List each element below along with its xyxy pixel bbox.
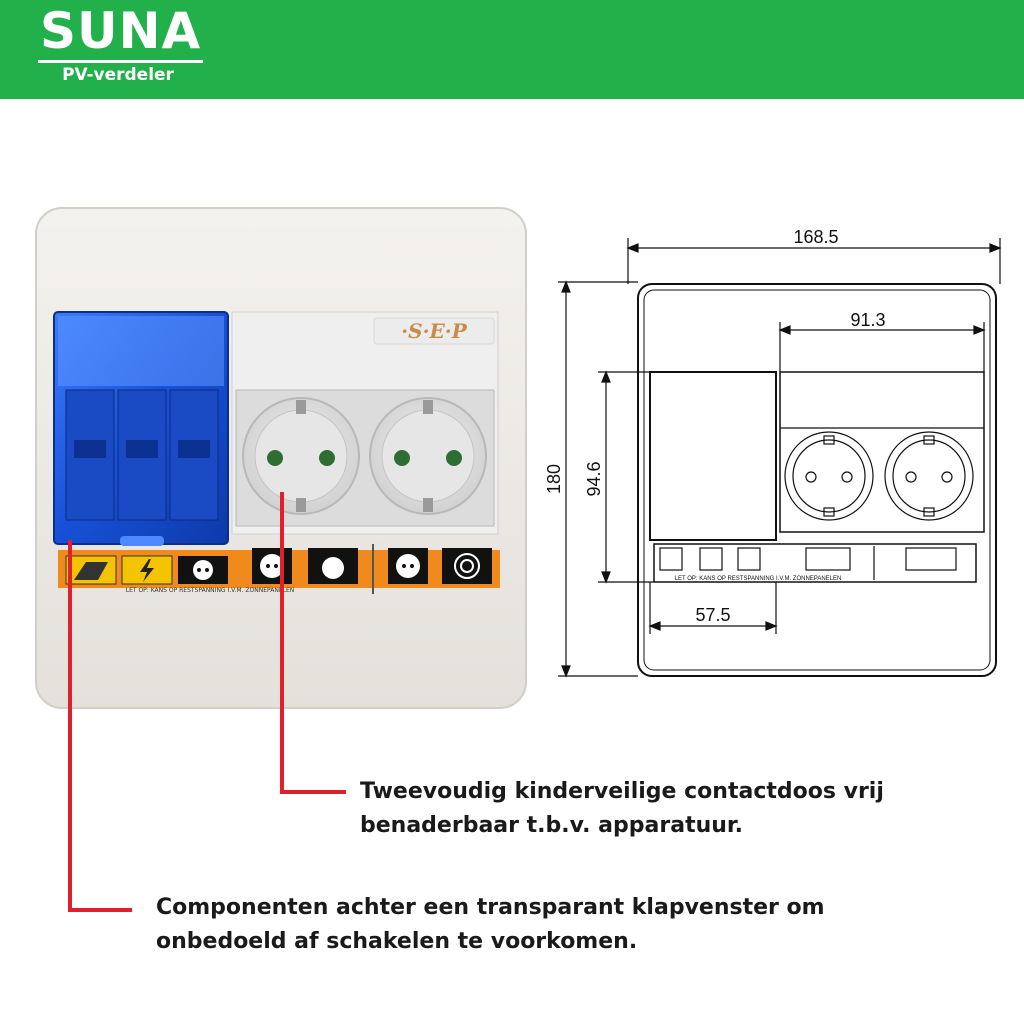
brand-name: SUNA (38, 2, 204, 63)
brand-subtitle: PV-verdeler (62, 65, 174, 85)
callout-window: Componenten achter een transparant klapv… (156, 895, 825, 954)
socket-right (369, 397, 487, 515)
drawing-socket-panel (779, 371, 985, 533)
sep-logo-plate (373, 317, 495, 345)
sep-logo: ·S·E·P (401, 319, 468, 343)
callout-sockets: Tweevoudig kinderveilige contactdoos vri… (360, 779, 884, 838)
dim-width (626, 238, 1002, 284)
dim-window-height-label: 94.6 (584, 461, 604, 496)
callout-line-sockets (280, 492, 346, 794)
photo-warning-text: LET OP: KANS OP RESTSPANNING I.V.M. ZONN… (126, 587, 294, 594)
dim-height-label: 180 (544, 464, 564, 494)
transparent-flap-window (53, 311, 229, 546)
label-strip: LET OP: KANS OP RESTSPANNING I.V.M. ZONN… (58, 544, 500, 594)
technical-drawing (558, 238, 1002, 678)
drawing-socket-right (884, 431, 974, 521)
dim-socket-width-label: 91.3 (850, 310, 885, 330)
socket-left (242, 397, 360, 515)
dim-window-width (648, 582, 778, 634)
drawing-label-strip (653, 543, 977, 583)
drawing-flap (649, 371, 777, 541)
header-bar: SUNA PV-verdeler (0, 0, 1024, 99)
drawing-outline (637, 283, 997, 677)
drawing-socket-left (784, 431, 874, 521)
callout-lines (68, 492, 346, 912)
dim-window-width-label: 57.5 (695, 605, 730, 625)
drawing-warning-text: LET OP: KANS OP RESTSPANNING I.V.M. ZONN… (675, 576, 842, 582)
dim-height (558, 280, 638, 678)
dim-window-height (598, 370, 654, 584)
product-photo: ·S·E·P (35, 207, 527, 709)
dim-width-label: 168.5 (793, 227, 838, 247)
brand-logo: SUNA PV-verdeler (38, 2, 204, 85)
callout-line-window (68, 540, 132, 912)
dim-socket-width (778, 322, 986, 372)
